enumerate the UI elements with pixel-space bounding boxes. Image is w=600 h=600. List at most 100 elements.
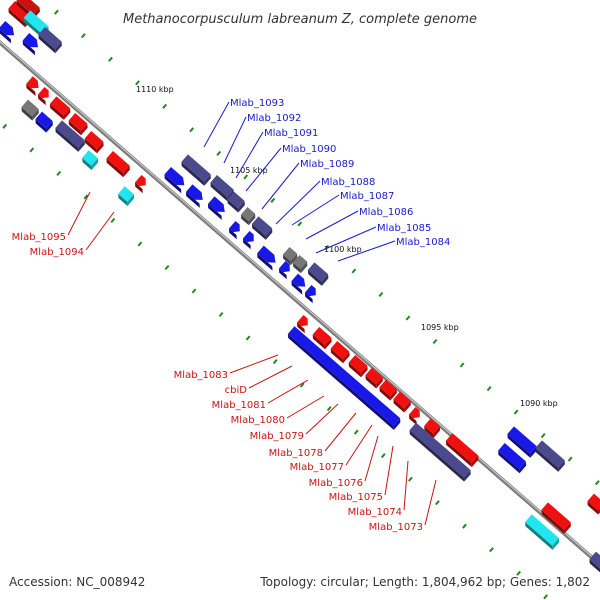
gene-feature-shadow: [84, 138, 98, 154]
gene-feature: [408, 406, 420, 426]
gene-label: Mlab_1092: [247, 113, 301, 124]
gene-feature-face: [393, 391, 411, 409]
gene-feature-side: [552, 538, 560, 550]
gene-feature-shadow: [227, 199, 239, 213]
gene-label: Mlab_1078: [269, 448, 323, 459]
gene-feature-shadow: [242, 238, 251, 250]
gene-feature-side: [80, 123, 88, 136]
gene-feature-face: [23, 10, 49, 34]
gene-feature-shadow: [408, 414, 417, 426]
gene-feature-shadow: [587, 501, 599, 515]
gene-feature-face: [106, 151, 130, 173]
gene-feature-face: [589, 551, 600, 569]
gene-feature-shadow: [282, 254, 291, 266]
gene-feature-face: [164, 167, 185, 186]
gene-feature-face: [21, 99, 39, 117]
gene-feature: [227, 191, 245, 213]
gene-feature-shadow: [409, 430, 465, 482]
minor-tick: [486, 386, 492, 392]
gene-feature-side: [123, 165, 130, 178]
gene-feature-side: [204, 174, 211, 186]
gene-feature-shadow: [393, 399, 405, 413]
gene-feature-face: [507, 426, 537, 454]
minor-tick: [189, 127, 194, 133]
gene-feature-shadow: [291, 281, 303, 295]
gene-feature: [393, 391, 411, 413]
gene-feature-shadow: [37, 94, 46, 106]
gene-feature: [35, 111, 53, 133]
gene-feature-side: [127, 194, 135, 206]
gene-feature: [106, 151, 130, 178]
gene-feature-side: [519, 461, 527, 474]
gene-label: Mlab_1085: [377, 223, 431, 234]
label-leader-line: [403, 460, 409, 511]
label-leader-line: [337, 240, 396, 262]
gene-feature: [409, 422, 471, 482]
gene-label: Mlab_1081: [212, 400, 266, 411]
gene-feature-shadow: [82, 157, 92, 170]
gene-feature-shadow: [0, 28, 12, 44]
minor-tick: [110, 217, 116, 223]
gene-feature-face: [587, 493, 600, 511]
gene-feature-shadow: [498, 450, 520, 474]
gene-feature-face: [134, 174, 146, 187]
gene-label: Mlab_1076: [309, 478, 363, 489]
label-leader-line: [291, 194, 340, 226]
minor-tick: [353, 429, 359, 435]
gene-feature-face: [257, 245, 276, 263]
gene-feature-face: [291, 273, 306, 287]
gene-feature-face: [365, 367, 383, 385]
gene-feature: [207, 196, 225, 220]
scale-label: 1090 kbp: [520, 399, 558, 408]
gene-feature-face: [210, 175, 234, 197]
gene-feature: [185, 184, 203, 208]
gene-feature: [84, 130, 104, 154]
gene-feature-shadow: [8, 8, 26, 28]
gene-feature-side: [63, 108, 71, 120]
gene-feature-side: [324, 337, 332, 350]
gene-feature-face: [348, 354, 368, 374]
gene-feature-side: [471, 455, 479, 468]
gene-feature: [330, 340, 350, 364]
gene-feature-side: [403, 400, 411, 413]
gene-feature: [49, 96, 71, 120]
minor-tick: [459, 362, 465, 368]
gene-feature-face: [424, 418, 440, 434]
gene-feature-side: [360, 365, 368, 378]
gene-feature: [365, 367, 383, 389]
gene-feature: [22, 32, 39, 56]
gene-feature: [287, 326, 401, 430]
gene-features: [0, 0, 600, 573]
gene-label: Mlab_1094: [30, 247, 84, 258]
gene-feature-face: [228, 220, 240, 233]
gene-feature: [278, 260, 290, 280]
gene-feature-face: [312, 326, 332, 346]
minor-tick: [137, 241, 143, 247]
gene-labels: Mlab_1093Mlab_1092Mlab_1091Mlab_1090Mlab…: [12, 98, 451, 533]
gene-feature-shadow: [68, 120, 82, 136]
gene-feature-face: [207, 196, 225, 212]
gene-feature-face: [227, 191, 245, 209]
gene-feature-shadow: [257, 253, 273, 271]
gene-label: Mlab_1074: [348, 507, 402, 518]
gene-feature: [251, 216, 273, 240]
gene-feature-side: [564, 522, 571, 534]
gene-feature: [0, 20, 15, 44]
gene-feature: [445, 433, 479, 468]
gene-feature: [498, 443, 527, 474]
gene-feature-shadow: [35, 119, 47, 133]
gene-feature-side: [265, 228, 273, 240]
minor-tick: [164, 264, 170, 271]
gene-label: Mlab_1093: [230, 98, 284, 109]
minor-tick: [351, 268, 357, 274]
minor-tick: [245, 335, 251, 341]
gene-feature: [541, 502, 571, 534]
gene-feature-face: [251, 216, 273, 236]
gene-feature: [587, 493, 600, 515]
label-leader-line: [248, 365, 293, 389]
gene-feature-shadow: [207, 203, 222, 220]
minor-tick: [435, 500, 440, 506]
minor-tick: [83, 194, 89, 200]
minor-tick: [462, 523, 467, 529]
